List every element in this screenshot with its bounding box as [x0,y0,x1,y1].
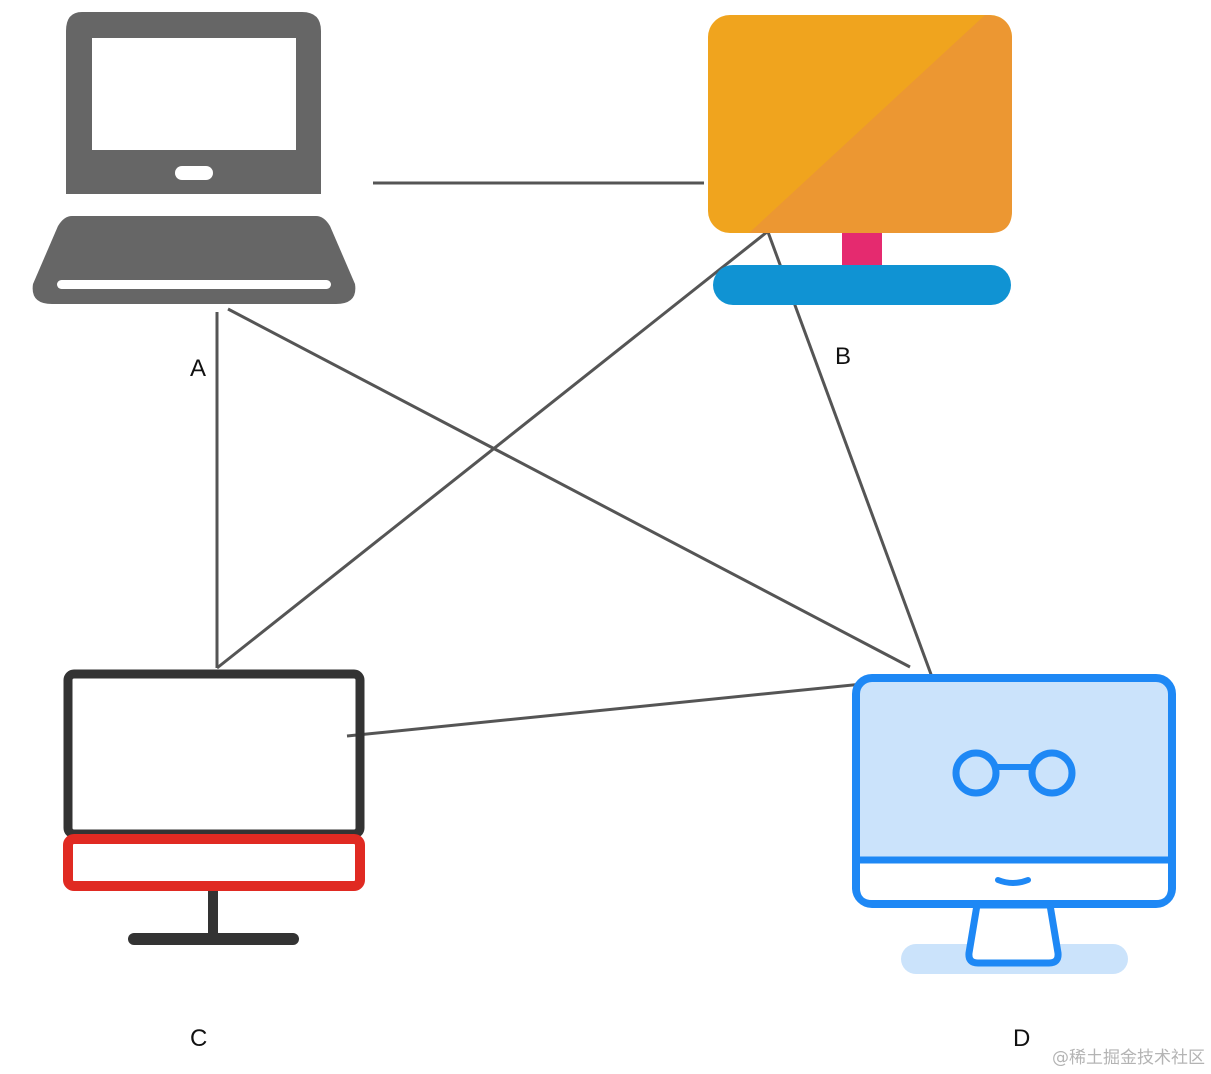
monitor-d-frame [852,674,1176,908]
laptop-screen [66,12,321,194]
monitor-c-frame [63,669,365,839]
edge-a-d [227,307,911,669]
monitor-d-stand [965,901,1062,967]
monitor-d-icon [852,674,1176,974]
laptop-trackpad-slot [57,280,331,289]
monitor-b-base [713,265,1011,305]
monitor-b-screen-shade [749,15,1012,233]
monitor-c-icon [63,669,365,945]
laptop-keyboard [32,216,356,304]
monitor-c-base [128,933,299,945]
monitor-c-chin [63,834,365,891]
laptop-camera [175,166,213,180]
node-label-a: A [190,355,206,382]
edge-b-c [216,230,768,670]
node-label-c: C [190,1025,207,1052]
monitor-d-smile [995,877,1031,886]
glasses-icon [952,749,1076,797]
edge-b-d [766,231,934,678]
monitor-b-neck [842,233,882,269]
monitor-b-icon [708,15,1012,305]
edge-c-d [346,675,933,738]
monitor-c-neck [208,891,218,937]
watermark-text: @稀土掘金技术社区 [1052,1048,1205,1068]
node-label-d: D [1013,1025,1030,1052]
node-label-b: B [835,343,851,370]
laptop-icon [32,12,356,304]
connections [215,181,934,738]
